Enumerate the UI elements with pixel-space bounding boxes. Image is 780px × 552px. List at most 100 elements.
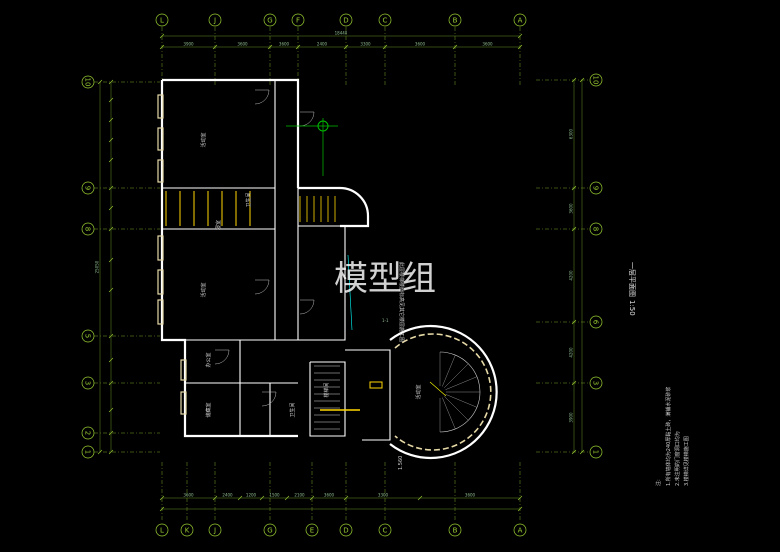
dim-right-label: 4200 — [569, 347, 574, 358]
dim-bottom-total-tick — [159, 506, 165, 512]
dim-right-tick — [571, 185, 577, 191]
dim-right-label: 3900 — [569, 412, 574, 423]
axis-bubble-top — [339, 13, 353, 27]
door-swing — [299, 111, 315, 127]
dim-bottom-label: 2400 — [222, 493, 233, 498]
axis-label-top: F — [296, 17, 300, 25]
dim-left-tick — [108, 287, 114, 293]
dim-top-label: 3600 — [237, 42, 248, 47]
axis-bubble-right — [589, 445, 603, 459]
axis-label-left: 3 — [84, 381, 92, 385]
axis-bubble-bottom — [263, 523, 277, 537]
drawing-title: 一层平面图 — [628, 262, 636, 297]
door-swing — [299, 299, 315, 315]
dim-top-tick — [212, 44, 218, 50]
dim-top-total-tick — [159, 33, 165, 39]
dim-top-label: 3600 — [482, 42, 493, 47]
axis-bubble-bottom — [378, 523, 392, 537]
radial-line — [444, 363, 469, 388]
dim-left-total-label: 25050 — [95, 260, 100, 273]
dim-top-label: 3600 — [415, 42, 426, 47]
axis-label-left: 2 — [84, 431, 92, 435]
axis-bubble-bottom — [513, 523, 527, 537]
window — [157, 159, 164, 183]
axis-label-right: 9 — [592, 186, 600, 190]
axis-bubble-left — [81, 329, 95, 343]
dim-left-tick — [108, 333, 114, 339]
dim-bottom-tick — [259, 495, 265, 501]
dim-top-label: 3900 — [183, 42, 194, 47]
radial-line — [442, 397, 456, 430]
dim-left-tick — [108, 97, 114, 103]
section-mark: 1-1 — [382, 318, 389, 323]
dim-bottom-label: 2100 — [294, 493, 305, 498]
axis-label-bottom: A — [518, 527, 523, 535]
dim-bottom-tick — [212, 495, 218, 501]
door-swing — [261, 391, 277, 407]
axis-label-right: 8 — [592, 227, 600, 231]
dim-bottom-tick — [159, 495, 165, 501]
axis-bubble-bottom — [155, 523, 169, 537]
door-swing — [254, 89, 270, 105]
dim-right-label: 4200 — [569, 270, 574, 281]
wall-east-block — [345, 349, 391, 441]
dim-top-label: 3300 — [360, 42, 371, 47]
detail-layer — [157, 89, 492, 451]
axis-label-bottom: B — [453, 527, 458, 535]
axis-bubble-right — [589, 315, 603, 329]
wall-stair-core — [309, 361, 346, 437]
wall-corridor — [297, 188, 346, 341]
radial-line — [445, 394, 478, 408]
door-swing — [214, 349, 230, 365]
door-swing — [254, 279, 270, 295]
axis-label-top: C — [383, 17, 388, 25]
dim-top-tick — [295, 44, 301, 50]
dim-left-tick — [108, 357, 114, 363]
dim-bottom-label: 3600 — [324, 493, 335, 498]
vertical-note: 此层楼梯楼面标高见其它楼层施工图 — [398, 262, 405, 342]
axis-bubble-top — [263, 13, 277, 27]
axis-label-top: B — [453, 17, 458, 25]
axis-label-bottom: J — [213, 527, 216, 535]
wall-outer-north — [162, 78, 300, 188]
axis-bubble-left — [81, 426, 95, 440]
dim-top-tick — [343, 44, 349, 50]
axis-bubble-left — [81, 222, 95, 236]
window — [157, 94, 164, 119]
dim-right-tick — [571, 226, 577, 232]
axis-label-top: L — [160, 17, 164, 25]
room-label: 卫生间 — [289, 402, 296, 417]
dim-right-total-tick — [579, 77, 585, 83]
axis-bubble-right — [589, 376, 603, 390]
axis-label-bottom: L — [160, 527, 164, 535]
dim-bottom-label: 1200 — [246, 493, 257, 498]
axis-bubble-left — [81, 445, 95, 459]
axis-bubble-right — [589, 222, 603, 236]
window — [157, 299, 164, 325]
dim-bottom-tick — [343, 495, 349, 501]
note-line-1: 1.所有墙体均为240厚黏土砖，满铺水泥砂浆 — [665, 387, 672, 486]
dim-top-tick — [159, 44, 165, 50]
axis-label-bottom: K — [185, 527, 190, 535]
legend-prefix: 注: — [655, 479, 662, 486]
dim-top-tick — [517, 44, 523, 50]
axis-label-bottom: E — [310, 527, 314, 535]
room-label-layer: 活动室活动室寝室卫生间办公室活动室楼梯间储藏室卫生间 — [200, 132, 422, 417]
axis-label-right: 6 — [592, 320, 600, 325]
dim-top-label: 3600 — [279, 42, 290, 47]
axis-label-left: 1 — [84, 450, 92, 454]
dim-left-total-tick — [97, 449, 103, 455]
watermark: 模型组 — [334, 259, 436, 299]
dim-right-label: 3600 — [569, 203, 574, 214]
axis-bubble-bottom — [180, 523, 194, 537]
window — [157, 235, 164, 261]
axis-bubble-top — [291, 13, 305, 27]
dim-right-label: 6300 — [569, 128, 574, 139]
window — [157, 269, 164, 295]
axis-label-top: D — [343, 17, 348, 25]
axis-bubble-right — [589, 181, 603, 195]
axis-label-left: 5 — [84, 334, 92, 338]
